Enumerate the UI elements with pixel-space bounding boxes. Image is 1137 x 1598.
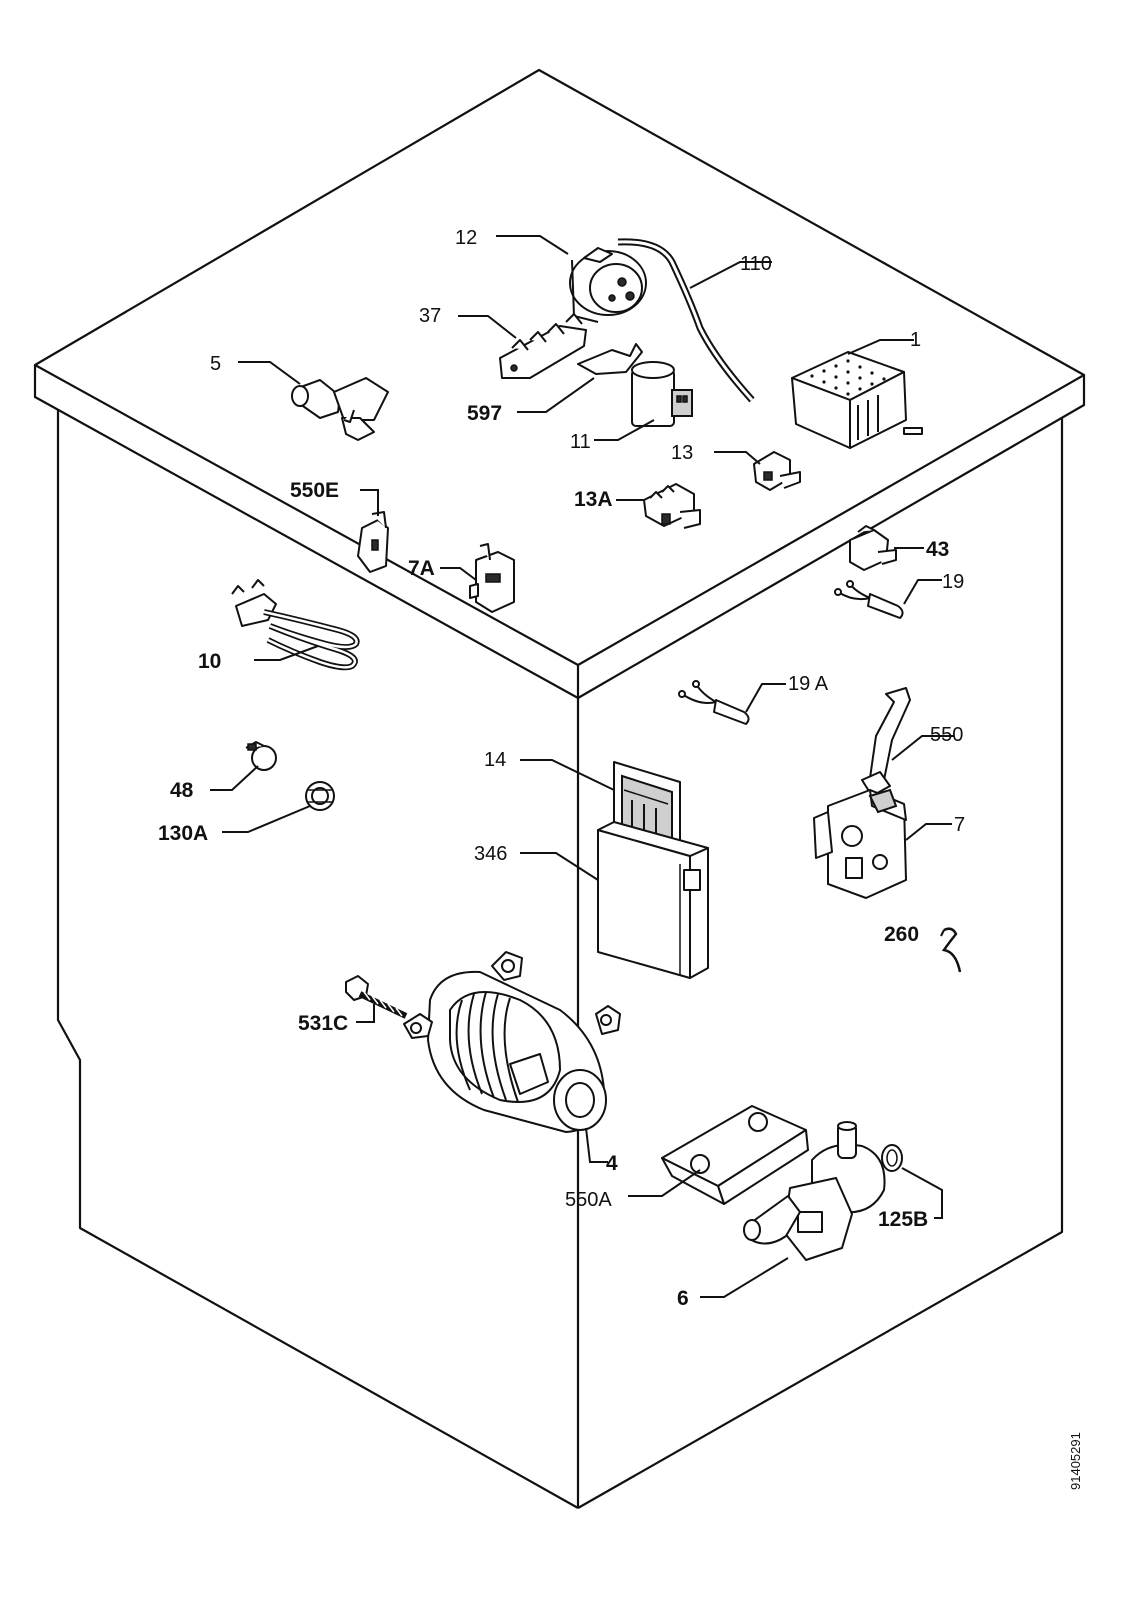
knob-130a bbox=[305, 781, 335, 811]
document-number: 91405291 bbox=[1068, 1432, 1083, 1490]
timer-1 bbox=[791, 351, 923, 449]
label-531c: 531C bbox=[298, 1012, 348, 1035]
label-19: 19 bbox=[942, 571, 964, 593]
label-12: 12 bbox=[455, 227, 477, 249]
door-lock-lever-550 bbox=[861, 687, 911, 797]
lock-clip-550e bbox=[357, 511, 389, 573]
label-6: 6 bbox=[677, 1287, 689, 1310]
label-48: 48 bbox=[170, 779, 194, 802]
label-19a: 19 A bbox=[788, 673, 829, 695]
callout-labels: 12 110 37 5 597 11 1 13 13A 550E 7A 43 1… bbox=[158, 227, 1083, 1490]
leader-lines bbox=[210, 235, 954, 1298]
capacitor-11 bbox=[631, 361, 693, 427]
label-13a: 13A bbox=[574, 488, 613, 511]
label-7: 7 bbox=[954, 814, 965, 836]
sensor-19 bbox=[834, 580, 904, 619]
label-7a: 7A bbox=[408, 557, 435, 580]
label-43: 43 bbox=[926, 538, 949, 561]
spring-clip-260 bbox=[941, 927, 962, 973]
connector-13a bbox=[643, 483, 701, 529]
seal-ring-125b bbox=[881, 1144, 903, 1172]
label-110: 110 bbox=[740, 253, 772, 275]
door-interlock-7 bbox=[813, 788, 907, 899]
label-550: 550 bbox=[930, 724, 963, 746]
label-125b: 125B bbox=[878, 1208, 928, 1231]
connector-43 bbox=[849, 525, 897, 571]
label-10: 10 bbox=[198, 650, 221, 673]
label-37: 37 bbox=[419, 305, 441, 327]
label-130a: 130A bbox=[158, 822, 208, 845]
motor-4 bbox=[403, 951, 621, 1133]
hose-110 bbox=[617, 238, 755, 403]
label-346: 346 bbox=[474, 843, 507, 865]
indicator-lamp-48 bbox=[245, 741, 277, 771]
label-11: 11 bbox=[570, 431, 591, 453]
inlet-valve-5 bbox=[291, 377, 389, 441]
label-13: 13 bbox=[671, 442, 693, 464]
label-5: 5 bbox=[210, 353, 221, 375]
clip-597 bbox=[577, 343, 643, 375]
label-1: 1 bbox=[910, 329, 921, 351]
cover-550a bbox=[661, 1105, 809, 1205]
label-4: 4 bbox=[606, 1152, 618, 1175]
label-260: 260 bbox=[884, 923, 919, 946]
micro-switch-7a bbox=[469, 543, 515, 613]
screw-531c bbox=[345, 975, 408, 1019]
detergent-box-346 bbox=[597, 821, 709, 979]
label-550e: 550E bbox=[290, 479, 339, 502]
heating-element-10 bbox=[231, 579, 360, 671]
drain-pump-6 bbox=[743, 1121, 886, 1261]
label-14: 14 bbox=[484, 749, 506, 771]
label-597: 597 bbox=[467, 402, 502, 425]
pressure-switch-12 bbox=[569, 247, 647, 323]
terminal-block-37 bbox=[499, 313, 587, 379]
sensor-19a bbox=[678, 680, 750, 725]
label-550a: 550A bbox=[565, 1189, 612, 1211]
connector-13 bbox=[753, 451, 801, 491]
